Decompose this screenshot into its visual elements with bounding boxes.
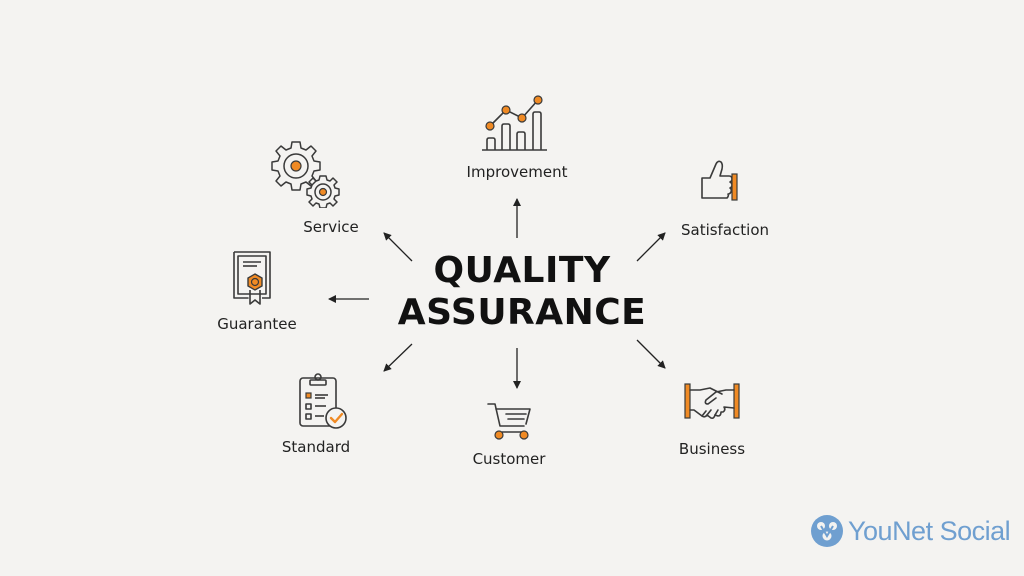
shopping-cart-icon [487, 403, 531, 440]
node-label-service: Service [303, 218, 359, 236]
arrow-business [636, 339, 666, 369]
checklist-clipboard-icon [299, 373, 347, 429]
node-label-guarantee: Guarantee [217, 315, 297, 333]
brand-watermark: YouNet Social [810, 514, 1011, 548]
node-label-satisfaction: Satisfaction [680, 221, 770, 239]
node-label-business: Business [678, 440, 746, 458]
node-label-customer: Customer [472, 450, 546, 468]
arrow-service [383, 232, 413, 262]
handshake-icon [684, 383, 740, 419]
brand-name: YouNet Social [848, 515, 1011, 546]
title-line-2: ASSURANCE [397, 292, 647, 333]
arrow-satisfaction [636, 232, 666, 262]
arrow-standard [383, 343, 413, 372]
younet-logo-icon [811, 515, 843, 547]
title-line-1: QUALITY [433, 250, 611, 291]
growth-chart-icon [482, 95, 547, 151]
certificate-icon [233, 251, 271, 305]
node-label-improvement: Improvement [466, 163, 568, 181]
thumbs-up-icon [701, 160, 738, 201]
gears-icon [271, 141, 340, 208]
node-label-standard: Standard [281, 438, 351, 456]
